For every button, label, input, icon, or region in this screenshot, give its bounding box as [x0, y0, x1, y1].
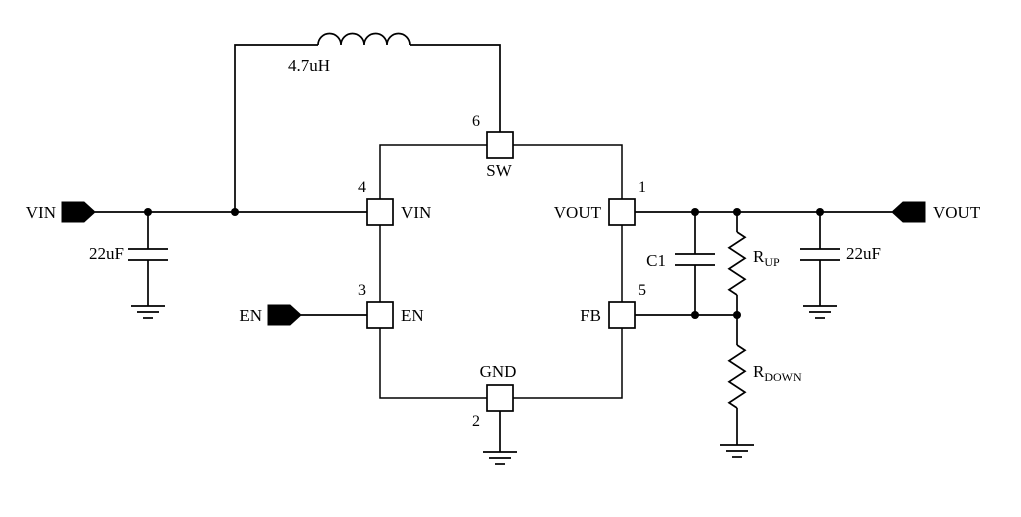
- wire-to-inductor: [234, 44, 318, 212]
- ic-outline: [379, 144, 623, 399]
- junction-dot: [691, 208, 699, 216]
- input-capacitor-value: 22uF: [89, 244, 124, 263]
- ground-symbol: [802, 305, 838, 319]
- r-down-label: RDOWN: [753, 362, 802, 384]
- pin-3-name: EN: [401, 306, 424, 325]
- vin-terminal-label: VIN: [26, 203, 56, 222]
- pin-6-name: SW: [486, 161, 512, 180]
- junction-dot: [733, 208, 741, 216]
- pin-5-name: FB: [580, 306, 601, 325]
- junction-dots: [144, 208, 824, 319]
- junction-dot: [816, 208, 824, 216]
- pin-6-sw: [486, 131, 514, 159]
- ground-symbol: [130, 305, 166, 319]
- pin-2-gnd: [486, 384, 514, 412]
- pin-5-fb: [608, 301, 636, 329]
- en-terminal: EN: [239, 304, 302, 326]
- ground-symbol: [482, 451, 518, 465]
- vout-terminal: VOUT: [891, 201, 981, 223]
- wire-inductor-to-sw: [410, 44, 501, 132]
- input-capacitor: 22uF: [89, 212, 168, 319]
- resistor-r-up: RUP: [727, 212, 780, 315]
- vin-terminal: VIN: [26, 201, 96, 223]
- output-capacitor-value: 22uF: [846, 244, 881, 263]
- junction-dot: [691, 311, 699, 319]
- capacitor-c1: C1: [646, 212, 715, 315]
- output-capacitor: 22uF: [800, 212, 881, 319]
- junction-dot: [144, 208, 152, 216]
- pin-3-en: [366, 301, 394, 329]
- c1-label: C1: [646, 251, 666, 270]
- inductor: 4.7uH: [288, 32, 411, 75]
- pin-2-number: 2: [472, 413, 480, 430]
- inductor-coil-icon: [317, 32, 411, 46]
- pin-4-vin: [366, 198, 394, 226]
- pin-2-name: GND: [480, 362, 517, 381]
- vout-terminal-label: VOUT: [933, 203, 981, 222]
- vout-terminal-icon: [891, 201, 926, 223]
- pin-3-number: 3: [358, 282, 366, 299]
- resistor-zigzag-icon: [727, 344, 747, 409]
- pin-6-number: 6: [472, 113, 480, 130]
- pin-5-number: 5: [638, 282, 646, 299]
- inductor-value: 4.7uH: [288, 56, 330, 75]
- en-terminal-label: EN: [239, 306, 262, 325]
- junction-dot: [231, 208, 239, 216]
- en-terminal-icon: [267, 304, 302, 326]
- vin-terminal-icon: [61, 201, 96, 223]
- pin-1-number: 1: [638, 179, 646, 196]
- pin-4-number: 4: [358, 179, 366, 196]
- junction-dot: [733, 311, 741, 319]
- ic-body: 6 4 3 1 5 2 SW VIN EN VOUT FB GND: [358, 113, 646, 430]
- ground-symbol: [719, 444, 755, 458]
- pin-4-name: VIN: [401, 203, 431, 222]
- resistor-r-down: RDOWN: [719, 315, 802, 458]
- pin-1-name: VOUT: [554, 203, 602, 222]
- pin-1-vout: [608, 198, 636, 226]
- resistor-zigzag-icon: [727, 231, 747, 296]
- r-up-label: RUP: [753, 247, 780, 269]
